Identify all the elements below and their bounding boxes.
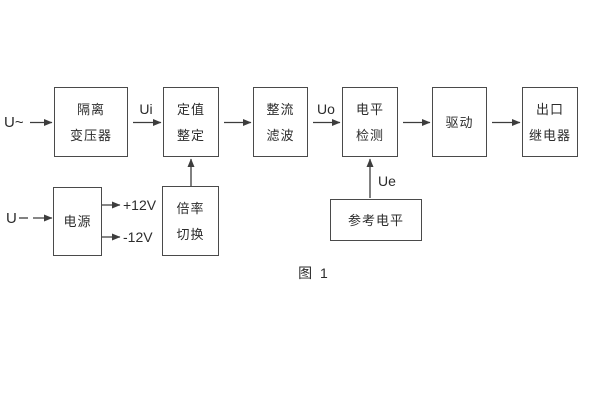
label-minus12v: -12V <box>123 229 153 245</box>
block-label: 电源 <box>63 214 92 229</box>
label-ac-input: U~ <box>4 114 24 131</box>
label-ui: Ui <box>139 101 153 117</box>
label-plus12v: +12V <box>123 197 157 213</box>
block-label: 滤波 <box>266 127 295 143</box>
block-label: 整定 <box>176 127 205 143</box>
block-isolation-transformer: 隔离 变压器 <box>54 87 128 157</box>
block-label: 驱动 <box>445 114 474 130</box>
block-output-relay: 出口 继电器 <box>522 87 578 157</box>
block-ratio-switching: 倍率 切换 <box>162 186 219 256</box>
block-label: 定值 <box>176 101 205 117</box>
block-setpoint-adjustment: 定值 整定 <box>163 87 219 157</box>
label-dc-input: U <box>6 210 17 227</box>
block-label: 电平 <box>355 101 384 117</box>
block-label: 继电器 <box>528 127 571 143</box>
block-reference-level: 参考电平 <box>330 199 422 241</box>
block-power-supply: 电源 <box>53 187 102 256</box>
block-label: 参考电平 <box>347 212 404 228</box>
label-uo: Uo <box>317 101 335 117</box>
figure-caption: 图 1 <box>298 265 330 281</box>
label-ue: Ue <box>378 173 396 189</box>
block-level-detection: 电平 检测 <box>342 87 398 157</box>
block-label: 出口 <box>535 101 564 117</box>
block-label: 整流 <box>266 101 295 117</box>
block-label: 倍率 <box>176 200 205 216</box>
block-rectifier-filter: 整流 滤波 <box>253 87 308 157</box>
block-label: 变压器 <box>69 127 112 143</box>
block-label: 隔离 <box>76 101 105 117</box>
block-driver: 驱动 <box>432 87 487 157</box>
block-label: 检测 <box>355 127 384 143</box>
block-label: 切换 <box>176 226 205 242</box>
